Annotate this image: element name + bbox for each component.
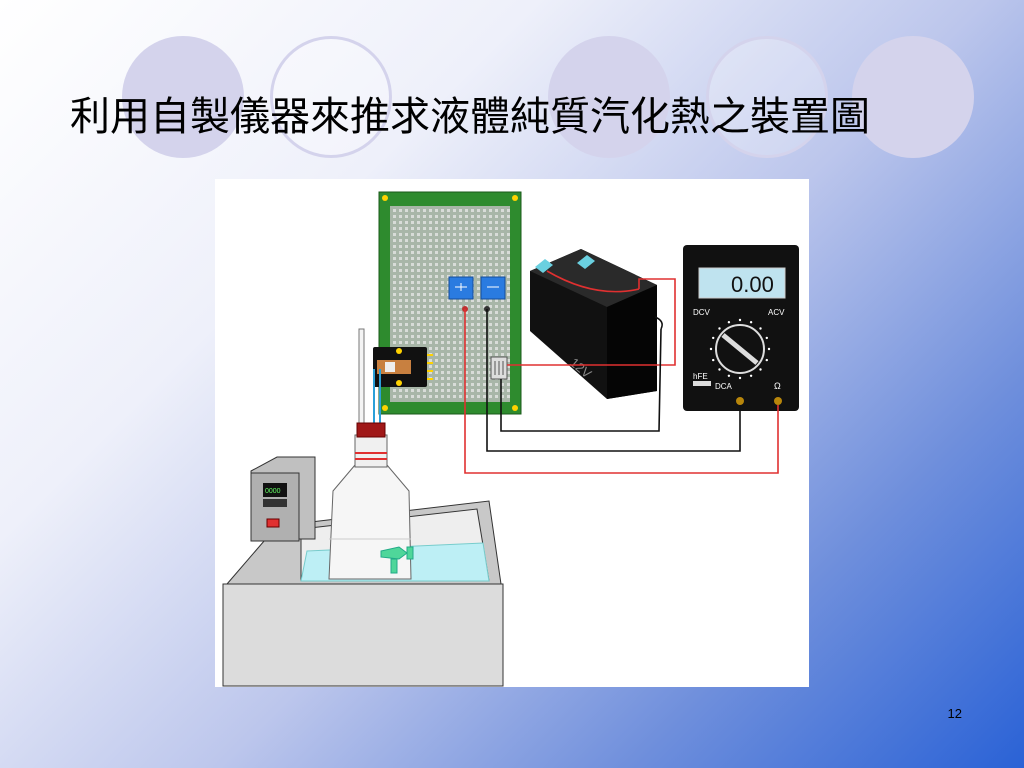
decorative-circle <box>852 36 974 158</box>
relay-module <box>373 347 433 429</box>
circuit-board <box>378 191 522 415</box>
dca-label: DCA <box>715 382 733 391</box>
decorative-circle <box>548 36 670 158</box>
dial-ticks <box>709 318 771 380</box>
acv-label: ACV <box>768 308 785 317</box>
flask <box>328 422 414 580</box>
wires <box>464 278 779 474</box>
apparatus-figure: 12V 0.00 DCV ACV hFE DCA Ω <box>215 179 809 687</box>
battery: 12V <box>530 249 663 399</box>
decorative-ring <box>270 36 392 158</box>
multimeter: 0.00 DCV ACV hFE DCA Ω <box>683 245 799 411</box>
page-number: 12 <box>947 706 962 721</box>
apparatus-diagram: 12V 0.00 DCV ACV hFE DCA Ω <box>222 191 799 687</box>
potentiometer-2 <box>480 276 506 300</box>
slide-title: 利用自製儀器來推求液體純質汽化熱之裝置圖 <box>70 94 870 140</box>
decorative-circle <box>122 36 244 158</box>
ohm-jack <box>774 397 782 405</box>
hfe-label: hFE <box>693 372 708 381</box>
decorative-ring <box>706 36 828 158</box>
dcv-label: DCV <box>693 308 711 317</box>
temperature-controller: 0000 <box>250 456 316 542</box>
com-jack <box>736 397 744 405</box>
controller-display: 0000 <box>265 488 281 495</box>
ohm-label: Ω <box>774 381 781 391</box>
water-bath <box>222 500 504 687</box>
multimeter-reading: 0.00 <box>731 272 774 297</box>
